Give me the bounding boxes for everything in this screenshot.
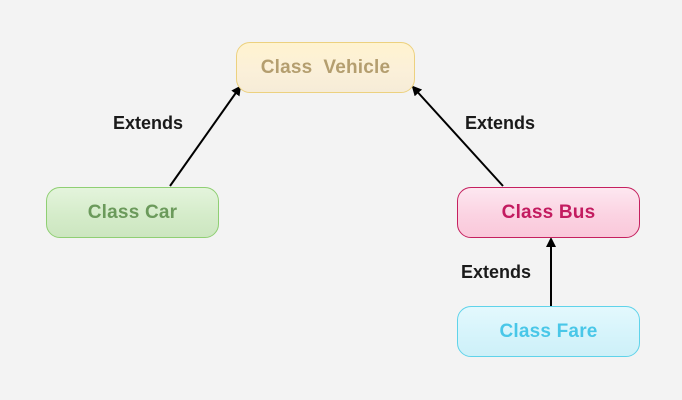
class-bus-node: Class Bus — [457, 187, 640, 238]
arrow-bus-to-vehicle — [411, 85, 504, 187]
class-fare-node: Class Fare — [457, 306, 640, 357]
extends-label-bus: Extends — [465, 113, 536, 133]
class-car-node: Class Car — [46, 187, 219, 238]
extends-label-car: Extends — [113, 113, 184, 133]
extends-label-fare: Extends — [461, 262, 532, 282]
arrow-car-to-vehicle — [169, 85, 242, 187]
class-vehicle-node: Class Vehicle — [236, 42, 415, 93]
